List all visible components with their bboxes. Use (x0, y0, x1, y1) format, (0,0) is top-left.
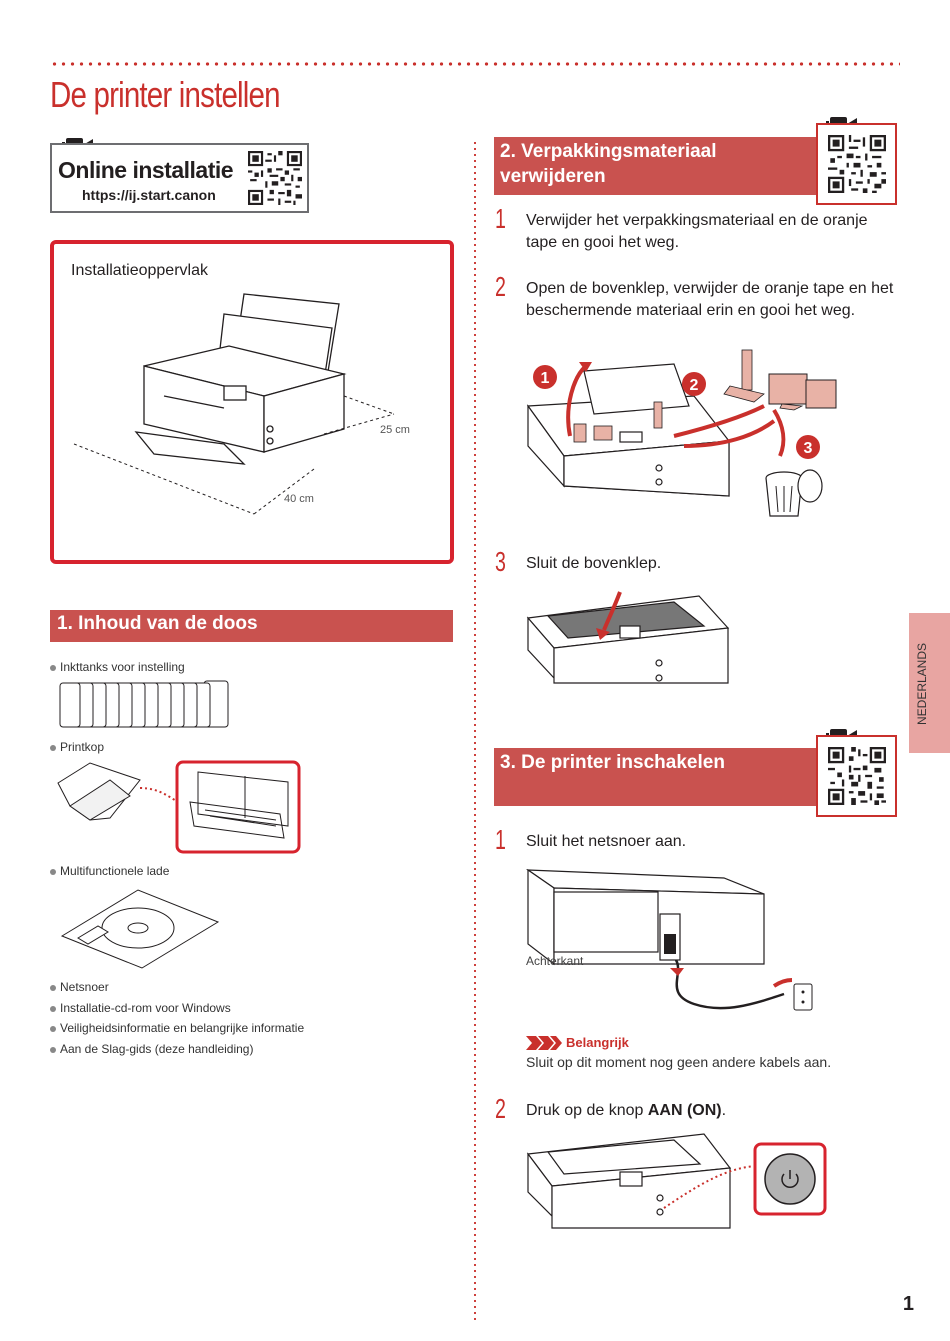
qr-code-icon[interactable] (828, 747, 886, 805)
section2-heading: 2. Verpakkingsmateriaal verwijderen (494, 137, 816, 195)
s2-step2-number: 2 (495, 271, 506, 302)
page-number: 1 (902, 1293, 914, 1315)
power-icon (781, 1170, 799, 1189)
online-install-url[interactable]: https://ij.start.canon (82, 187, 216, 203)
s2-step2-text: Open de bovenklep, verwijder de oranje t… (526, 280, 894, 319)
printer-dimensions-illustration: 25 cm 40 cm (73, 293, 410, 515)
important-arrows-icon (526, 1036, 562, 1050)
s3-step2-number: 2 (495, 1093, 506, 1124)
power-button-illustration (526, 1133, 827, 1229)
column-divider (474, 140, 476, 1320)
callout-3: 3 (804, 440, 813, 457)
s2-step3-number: 3 (495, 546, 506, 577)
box-item-print-head: Printkop (50, 740, 104, 754)
box-item-power-cord: Netsnoer (50, 980, 109, 994)
box-item-multipurpose-tray: Multifunctionele lade (50, 864, 169, 878)
s3-step2-text: Druk op de knop AAN (ON). (526, 1102, 727, 1119)
box-item-setup-cd: Installatie-cd-rom voor Windows (50, 1001, 231, 1015)
important-text: Sluit op dit moment nog geen andere kabe… (526, 1054, 832, 1070)
page-title: De printer instellen (50, 74, 281, 115)
close-cover-illustration (526, 591, 730, 684)
remove-packing-illustration: 1 2 3 (526, 349, 837, 517)
s3-step1-text: Sluit het netsnoer aan. (526, 833, 687, 850)
power-cord-illustration: Achterkant (525, 868, 813, 1011)
box-item-ink-tanks: Inkttanks voor instelling (50, 660, 185, 674)
s2-step1-text: Verwijder het verpakkingsmateriaal en de… (526, 212, 868, 251)
section3-qr-frame[interactable] (816, 735, 897, 817)
s3-step1-number: 1 (495, 824, 506, 855)
section3-heading: 3. De printer inschakelen (494, 748, 816, 806)
qr-code-icon[interactable] (248, 151, 302, 205)
back-side-label: Achterkant (526, 954, 584, 968)
important-label: Belangrijk (526, 1035, 629, 1050)
callout-1: 1 (541, 370, 550, 387)
box-item-getting-started: Aan de Slag-gids (deze handleiding) (50, 1042, 253, 1056)
installation-surface-label: Installatieoppervlak (71, 262, 208, 279)
section2-qr-frame[interactable] (816, 123, 897, 205)
multipurpose-tray-illustration (60, 889, 220, 969)
qr-code-icon[interactable] (828, 135, 886, 193)
ink-tanks-illustration (59, 680, 229, 728)
print-head-illustration (57, 760, 301, 854)
header-dotted-rule (50, 62, 900, 66)
s2-step1-number: 1 (495, 203, 506, 234)
online-install-title: Online installatie (58, 157, 234, 183)
dim-front-label: 40 cm (284, 493, 314, 505)
dim-side-label: 25 cm (380, 424, 410, 436)
online-install-box[interactable]: Online installatie https://ij.start.cano… (50, 143, 309, 213)
box-item-safety-info: Veiligheidsinformatie en belangrijke inf… (50, 1021, 304, 1035)
language-tab: NEDERLANDS (909, 613, 950, 753)
section1-heading: 1. Inhoud van de doos (50, 610, 453, 642)
s2-step3-text: Sluit de bovenklep. (526, 555, 662, 572)
callout-2: 2 (690, 377, 699, 394)
installation-surface-panel: Installatieoppervlak 25 cm 40 c (50, 240, 454, 564)
on-button-label: AAN (ON) (647, 1102, 722, 1119)
